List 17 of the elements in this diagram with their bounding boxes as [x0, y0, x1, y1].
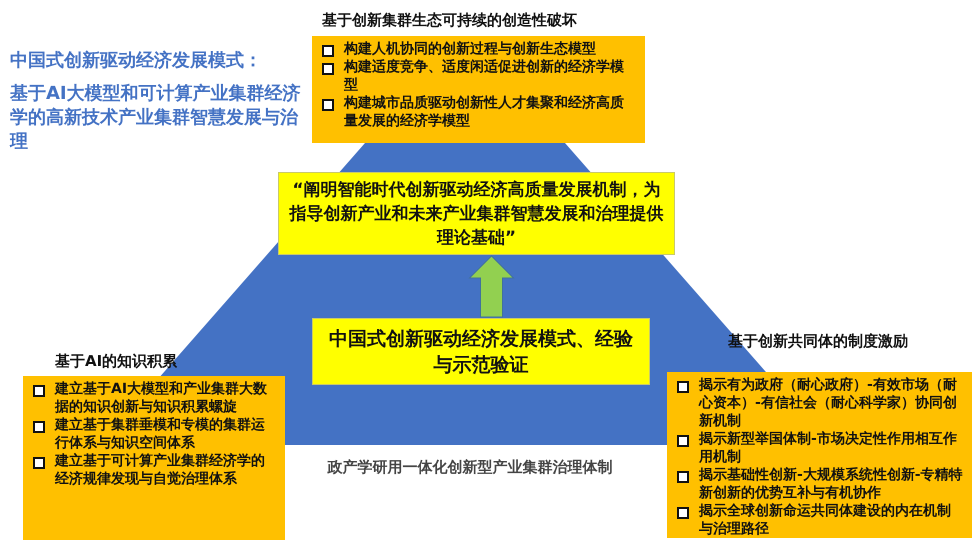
base-caption: 政产学研用一体化创新型产业集群治理体制 [326, 458, 614, 477]
core-box: 中国式创新驱动经济发展模式、经验与示范验证 [312, 318, 650, 385]
bullet-item: 建立基于集群垂模和专模的集群运行体系与知识空间体系 [29, 416, 277, 452]
bullet-item: 构建城市品质驱动创新性人才集聚和经济高质量发展的经济学模型 [318, 94, 637, 130]
bullet-item: 构建适度竞争、适度闲适促进创新的经济学模型 [318, 58, 637, 94]
title-text: 中国式创新驱动经济发展模式： [10, 49, 263, 72]
bullet-item: 建立基于AI大模型和产业集群大数据的知识创新与知识积累螺旋 [29, 380, 277, 416]
bullet-item: 揭示新型举国体制-市场决定性作用相互作用机制 [673, 430, 964, 466]
bullet-item: 构建人机协同的创新过程与创新生态模型 [318, 40, 637, 58]
block-arrow [468, 255, 515, 318]
bullet-item: 建立基于可计算产业集群经济学的经济规律发现与自觉治理体系 [29, 452, 277, 488]
subtitle-text: 基于AI大模型和可计算产业集群经济学的高新技术产业集群智慧发展与治理 [10, 82, 302, 154]
bullet-item: 揭示有为政府（耐心政府）-有效市场（耐心资本）-有信社会（耐心科学家）协同创新机制 [673, 376, 964, 430]
bullet-item: 揭示全球创新命运共同体建设的内在机制与治理路径 [673, 502, 964, 538]
box-heading: 基于创新集群生态可持续的创造性破坏 [322, 11, 577, 30]
goal-box: “阐明智能时代创新驱动经济高质量发展机制，为指导创新产业和未来产业集群智慧发展和治理提供理论基础” [278, 172, 675, 255]
bullet-item: 揭示基础性创新-大规模系统性创新-专精特新创新的优势互补与有机协作 [673, 466, 964, 502]
